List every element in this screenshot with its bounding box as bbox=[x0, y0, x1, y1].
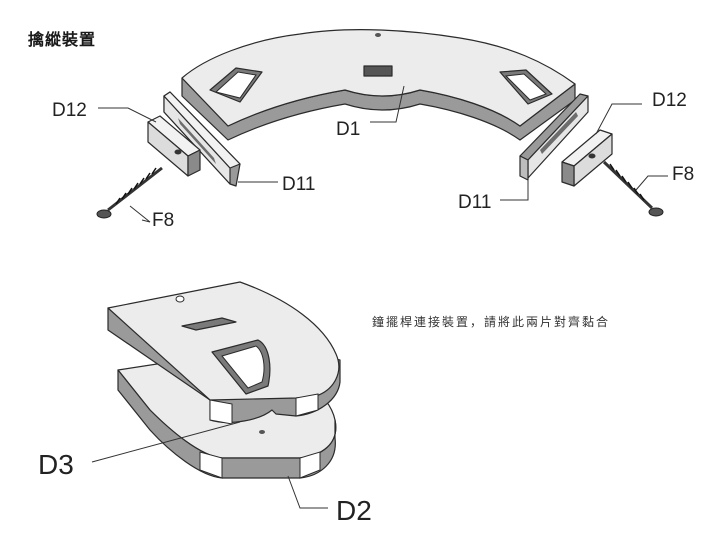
arc-pin-hole bbox=[375, 33, 381, 37]
right-d12-block bbox=[561, 129, 613, 187]
right-d11-plate bbox=[519, 93, 589, 181]
leader-d12-left bbox=[98, 107, 157, 123]
leader-d1 bbox=[370, 85, 405, 123]
label-d1: D1 bbox=[336, 119, 360, 140]
left-f8-screw bbox=[96, 166, 163, 219]
label-d3: D3 bbox=[38, 449, 74, 480]
left-d12-block bbox=[147, 115, 201, 177]
d3-upper-piece bbox=[107, 281, 341, 425]
leader-d3 bbox=[91, 421, 241, 463]
leader-d11-right bbox=[500, 180, 529, 201]
leader-f8-left bbox=[129, 205, 151, 223]
leader-f8-right bbox=[635, 175, 668, 191]
leader-d2 bbox=[287, 475, 328, 509]
leader-d12-right bbox=[595, 103, 642, 135]
escapement-arc-part bbox=[181, 29, 576, 141]
label-d11-left: D11 bbox=[282, 174, 315, 195]
label-d12-right: D12 bbox=[652, 90, 687, 111]
page-title: 擒縱裝置 bbox=[28, 30, 97, 49]
label-f8-left: F8 bbox=[152, 210, 174, 231]
label-d2: D2 bbox=[336, 495, 372, 526]
right-f8-screw bbox=[602, 160, 664, 217]
assembly-note: 鐘擺桿連接裝置，請將此兩片對齊黏合 bbox=[372, 315, 611, 329]
label-d12-left: D12 bbox=[52, 100, 87, 121]
leader-lines bbox=[91, 85, 668, 509]
label-f8-right: F8 bbox=[672, 164, 694, 185]
left-d11-plate bbox=[163, 91, 241, 187]
arc-center-slot bbox=[363, 65, 393, 77]
label-d11-right: D11 bbox=[458, 192, 491, 213]
